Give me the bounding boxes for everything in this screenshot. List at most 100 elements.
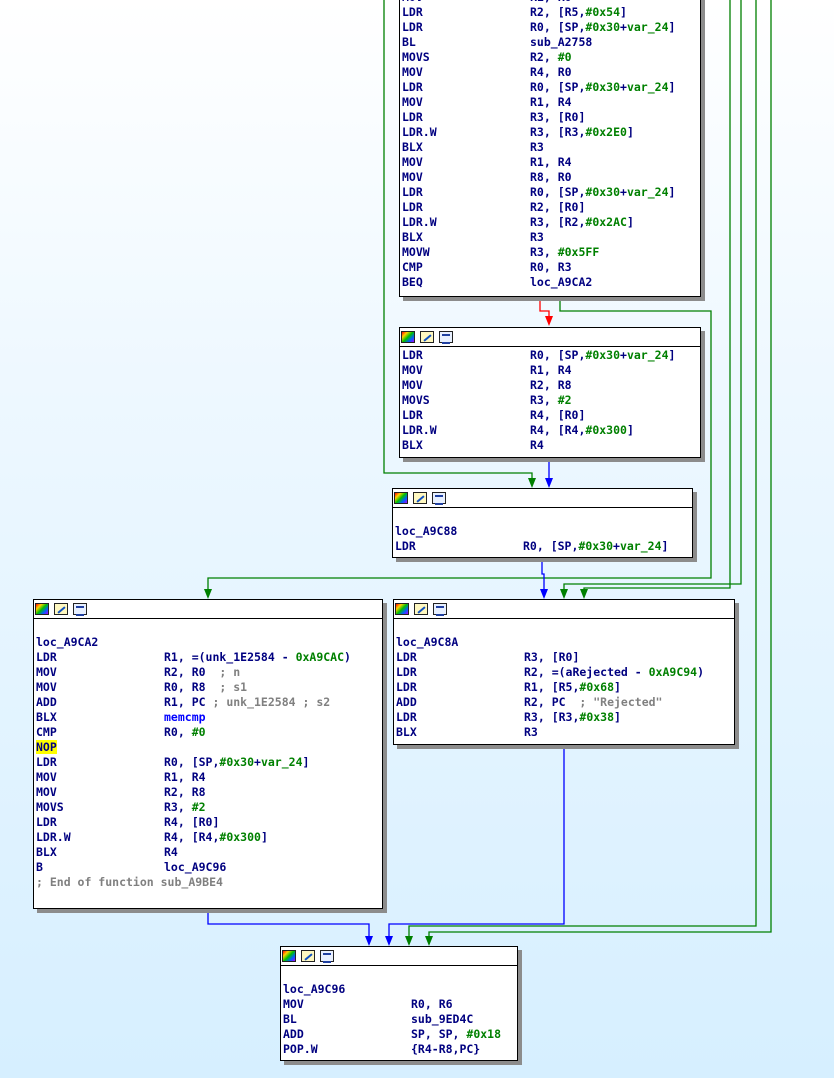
block-label[interactable]: loc_A9C96 [283, 982, 346, 996]
mnemonic: MOV [402, 170, 423, 184]
block-label[interactable]: loc_A9CA2 [36, 635, 99, 649]
edit-icon[interactable] [54, 603, 68, 615]
color-palette-icon[interactable] [282, 950, 296, 962]
edit-icon[interactable] [414, 603, 428, 615]
mnemonic: MOV [402, 378, 423, 392]
operands: R1, [R5,#0x68] [524, 680, 621, 694]
color-palette-icon[interactable] [35, 603, 49, 615]
mnemonic: LDR.W [402, 125, 437, 139]
mnemonic: MOVW [402, 245, 430, 259]
mnemonic: LDR [402, 200, 423, 214]
mnemonic: LDR.W [36, 830, 71, 844]
color-palette-icon[interactable] [401, 331, 415, 343]
operands: R4 [164, 845, 178, 859]
mnemonic: MOVS [402, 50, 430, 64]
arrowhead [580, 589, 588, 599]
color-palette-icon[interactable] [395, 603, 409, 615]
block-label[interactable]: loc_A9C88 [395, 524, 458, 538]
operands: R0, [SP,#0x30+var_24] [530, 348, 676, 362]
graph-icon[interactable] [433, 603, 447, 616]
operands: R3, [R3,#0x38] [524, 710, 621, 724]
operands: R3 [530, 140, 544, 154]
graph-icon[interactable] [432, 492, 446, 505]
color-palette-icon[interactable] [394, 492, 408, 504]
graph-icon[interactable] [73, 603, 87, 616]
edit-icon[interactable] [413, 492, 427, 504]
edge-right1-green [563, 0, 742, 590]
mnemonic: BLX [402, 230, 423, 244]
graph-icon[interactable] [320, 950, 334, 963]
mnemonic: MOV [402, 95, 423, 109]
mnemonic: MOV [36, 770, 57, 784]
operands: R0, [SP,#0x30+var_24] [164, 755, 310, 769]
operands: SP, SP, #0x18 [411, 1027, 502, 1041]
instruction-line[interactable]: POP.W{R4-R8,PC} [283, 1042, 517, 1057]
edit-icon[interactable] [420, 331, 434, 343]
edit-icon[interactable] [301, 950, 315, 962]
instruction-line[interactable]: NOP [36, 740, 382, 755]
mnemonic: BL [283, 1012, 297, 1026]
blank-line [395, 509, 692, 524]
block-label[interactable]: loc_A9C8A [396, 635, 459, 649]
graph-icon[interactable] [439, 331, 453, 344]
